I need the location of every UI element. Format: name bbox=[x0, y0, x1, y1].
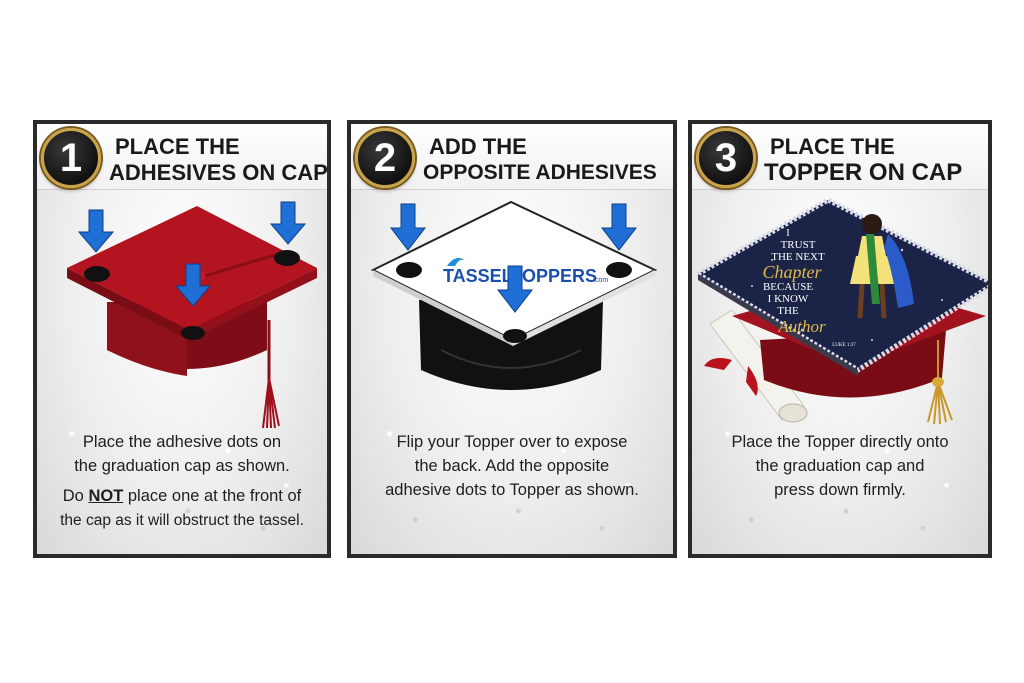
down-arrow-icon bbox=[77, 201, 307, 307]
step-title-line1: ADD THE bbox=[429, 134, 527, 159]
gold-tassel bbox=[927, 340, 953, 425]
desc-line: Place the Topper directly onto bbox=[731, 433, 949, 451]
step-title: PLACE THE ADHESIVES ON CAP bbox=[109, 134, 327, 186]
step-number: 3 bbox=[714, 135, 738, 180]
quote-line: Author bbox=[777, 317, 826, 336]
step-number: 2 bbox=[373, 135, 397, 180]
desc-line: Flip your Topper over to expose bbox=[396, 433, 628, 451]
step-number-badge: 3 bbox=[696, 128, 756, 188]
step-header: 1 PLACE THE ADHESIVES ON CAP bbox=[37, 124, 327, 190]
adhesive-dot-right bbox=[274, 250, 300, 266]
desc-line: the graduation cap and bbox=[755, 457, 925, 475]
quote-line: TRUST bbox=[781, 239, 816, 251]
step-title-line2: OPPOSITE ADHESIVES bbox=[423, 161, 657, 184]
down-arrow-icon bbox=[389, 203, 638, 313]
red-cap-illustration bbox=[67, 201, 317, 429]
step-description: Flip your Topper over to expose the back… bbox=[359, 430, 665, 502]
step-header: 2 ADD THE OPPOSITE ADHESIVES bbox=[351, 124, 673, 190]
desc-line: the back. Add the opposite bbox=[414, 457, 610, 475]
adhesive-dot-left bbox=[84, 266, 110, 282]
warning-text: the cap as it will obstruct the tassel. bbox=[60, 512, 304, 529]
warning-emphasis: NOT bbox=[88, 487, 124, 505]
quote-line: THE NEXT bbox=[771, 251, 825, 263]
quote-reference: LUKE 1:37 bbox=[832, 343, 856, 348]
step-card-2: 2 ADD THE OPPOSITE ADHESIVES TASSELTOPPE… bbox=[347, 120, 677, 558]
warning-text: place one at the front of bbox=[123, 487, 302, 505]
desc-line: press down firmly. bbox=[774, 481, 906, 499]
desc-line: Place the adhesive dots on bbox=[82, 433, 282, 451]
diploma-scroll bbox=[704, 309, 808, 423]
desc-line: adhesive dots to Topper as shown. bbox=[385, 481, 639, 499]
quote-line: I bbox=[786, 228, 789, 239]
tassel bbox=[262, 377, 280, 429]
step-title-line1: PLACE THE bbox=[770, 134, 895, 159]
topper-quote: I TRUST THE NEXT Chapter BECAUSE I KNOW … bbox=[762, 228, 856, 348]
quote-line: THE bbox=[777, 305, 799, 317]
step-card-3: 3 PLACE THE TOPPER ON CAP bbox=[688, 120, 992, 558]
step-header: 3 PLACE THE TOPPER ON CAP bbox=[692, 124, 988, 190]
step-description: Place the adhesive dots on the graduatio… bbox=[45, 430, 319, 533]
adhesive-dot-left bbox=[396, 262, 422, 278]
step-title-line2: ADHESIVES ON CAP bbox=[109, 160, 327, 185]
warning-text: Do bbox=[62, 487, 89, 505]
quote-line: BECAUSE bbox=[763, 281, 813, 293]
step-number: 1 bbox=[59, 135, 83, 180]
step-title: ADD THE OPPOSITE ADHESIVES bbox=[423, 134, 667, 186]
step-title: PLACE THE TOPPER ON CAP bbox=[764, 134, 982, 186]
step-card-1: 1 PLACE THE ADHESIVES ON CAP bbox=[33, 120, 331, 558]
step-title-line1: PLACE THE bbox=[115, 134, 240, 159]
step-description: Place the Topper directly onto the gradu… bbox=[700, 430, 980, 502]
adhesive-dot-front bbox=[503, 329, 527, 343]
step-number-badge: 1 bbox=[41, 128, 101, 188]
desc-line: the graduation cap as shown. bbox=[74, 457, 290, 475]
white-topper-illustration: TASSELTOPPERS .com bbox=[370, 200, 658, 390]
graduate-figure bbox=[850, 214, 914, 319]
logo-suffix: .com bbox=[593, 277, 608, 284]
adhesive-dot-front bbox=[181, 326, 205, 340]
step-title-line2: TOPPER ON CAP bbox=[764, 159, 963, 186]
adhesive-dot-right bbox=[606, 262, 632, 278]
quote-line: I KNOW bbox=[768, 293, 809, 305]
finished-topper-illustration: I TRUST THE NEXT Chapter BECAUSE I KNOW … bbox=[693, 197, 988, 425]
step-number-badge: 2 bbox=[355, 128, 415, 188]
quote-line: Chapter bbox=[762, 262, 822, 282]
